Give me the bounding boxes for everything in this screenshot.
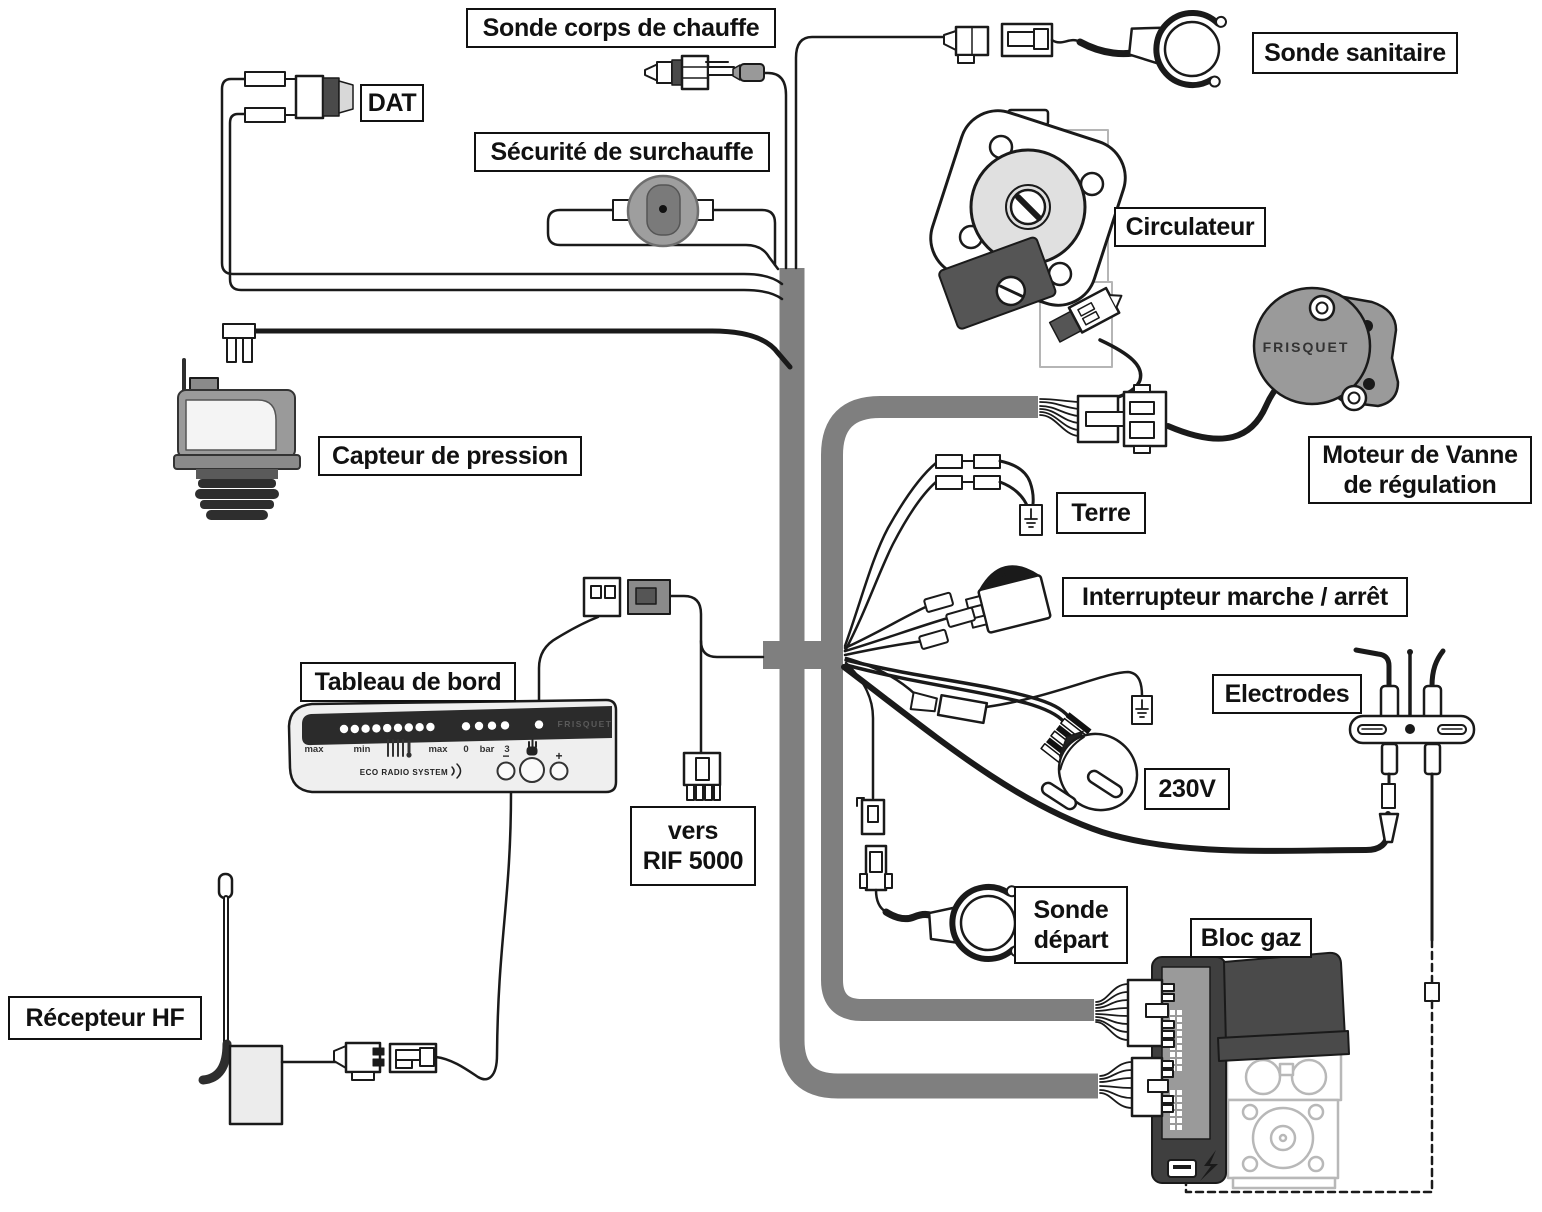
dat-component [244,71,354,123]
motor-brand-text: FRISQUET [1263,339,1350,355]
label-recepteur-hf: Récepteur HF [8,996,202,1040]
pressure-sensor [173,323,301,520]
label-securite: Sécurité de surchauffe [474,132,770,172]
panel-eco-text: ECO RADIO SYSTEM [360,768,448,777]
dhw-sensor-assembly [943,10,1227,89]
label-capteur-pression: Capteur de pression [318,436,582,476]
panel-minus: − [502,749,509,763]
mains-plug-230v [1040,695,1153,812]
minus-button [496,761,516,781]
auto-button [519,757,545,783]
gas-valve-block [1095,951,1350,1190]
panel-harness-connectors [582,576,671,618]
label-sonde-corps: Sonde corps de chauffe [466,8,776,48]
panel-brand-text: FRISQUET [558,719,613,729]
panel-max-left: max [304,744,324,755]
electrodes-assembly [1184,647,1476,1194]
flow-sensor-assembly [856,797,1023,962]
label-bloc-gaz: Bloc gaz [1190,918,1312,958]
panel-bar: bar [480,744,495,755]
label-moteur-vanne: Moteur de Vanne de régulation [1308,436,1532,504]
radiator-icon [387,739,412,758]
panel-zero: 0 [463,744,468,755]
top-wires [220,35,948,370]
label-circulateur: Circulateur [1114,207,1266,247]
spark-icon [1200,1150,1218,1181]
panel-plus: + [555,749,562,763]
label-dat: DAT [360,84,424,122]
inline-bullet-connector [909,691,989,725]
rif5000-connector [682,751,722,801]
label-sonde-depart: Sonde départ [1014,886,1128,964]
plus-button [549,761,569,781]
gas-valve-ghost [1225,1048,1343,1190]
radio-waves-icon [451,763,462,779]
panel-three: 3 [504,744,509,755]
hf-receiver [198,872,438,1126]
heating-body-sensor-probe [644,54,765,91]
panel-max-mid: max [428,744,448,755]
overheat-safety-thermostat [612,174,714,248]
circulator-pump [929,108,1143,403]
earth-terminals [935,454,1043,536]
on-off-switch [918,565,1052,650]
control-panel: FRISQUET max min max 0 bar 3 ECO RADIO S… [287,615,618,1081]
harness-trunk-cables [763,268,1098,1099]
panel-min: min [354,744,371,755]
hand-icon [526,739,538,756]
label-tableau: Tableau de bord [300,662,516,702]
label-vers-rif: vers RIF 5000 [630,806,756,886]
label-230v: 230V [1144,768,1230,810]
label-sonde-sanitaire: Sonde sanitaire [1252,32,1458,74]
label-interrupteur: Interrupteur marche / arrêt [1062,577,1408,617]
regulation-valve-motor: FRISQUET [1039,286,1400,454]
junction-fan-wires [668,461,1391,854]
label-terre: Terre [1056,492,1146,534]
label-electrodes: Electrodes [1212,674,1362,714]
